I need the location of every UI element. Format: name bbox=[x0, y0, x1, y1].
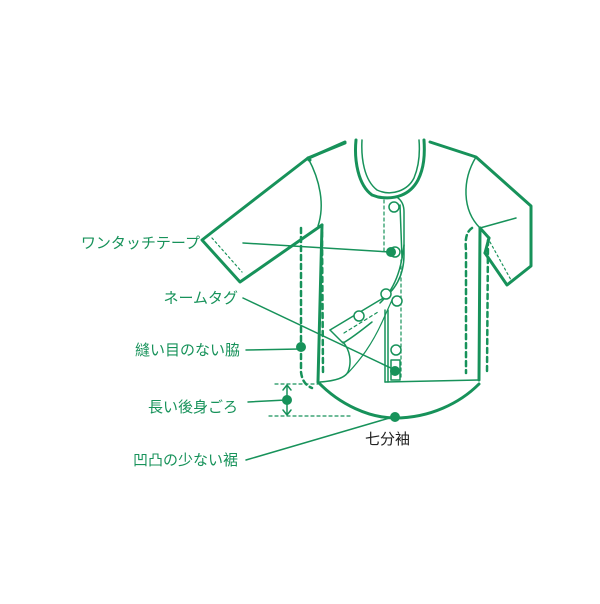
label-one-touch-tape: ワンタッチテープ bbox=[80, 234, 200, 252]
label-name-tag: ネームタグ bbox=[163, 289, 238, 307]
label-flat-hem: 凹凸の少ない裾 bbox=[132, 451, 238, 469]
label-long-back: 長い後身ごろ bbox=[147, 398, 238, 416]
caption-three-quarter-sleeve: 七分袖 bbox=[365, 430, 411, 448]
label-seamless-side: 縫い目のない脇 bbox=[134, 341, 240, 359]
